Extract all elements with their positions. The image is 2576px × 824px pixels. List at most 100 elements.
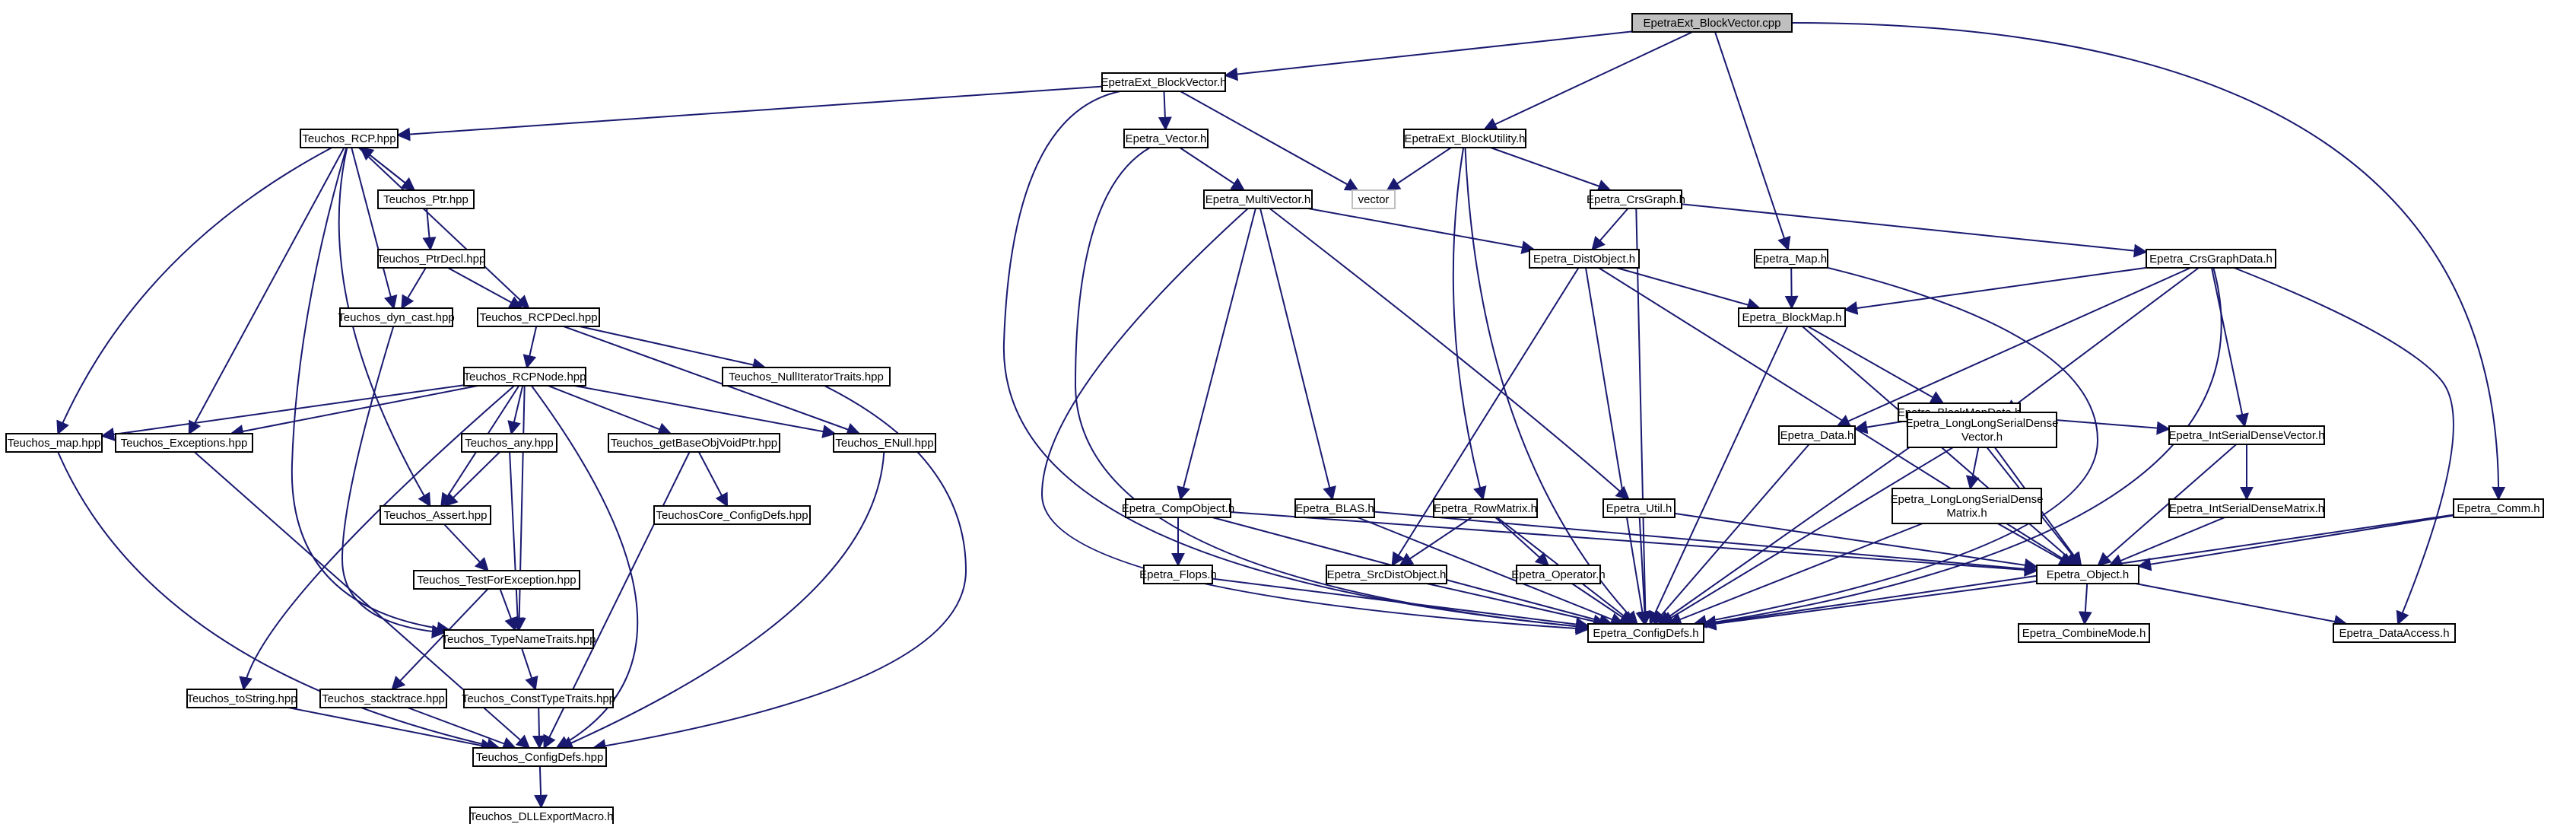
node-tnt[interactable]: Teuchos_TypeNameTraits.hpp xyxy=(442,629,596,649)
node-dacc[interactable]: Epetra_DataAccess.h xyxy=(2333,623,2456,643)
node-root[interactable]: EpetraExt_BlockVector.cpp xyxy=(1631,13,1793,33)
edge-mv-to-blas xyxy=(1259,208,1336,501)
edge-obj-to-dacc xyxy=(2135,583,2348,628)
edge-ptrdecl-to-rcpdecl xyxy=(447,267,523,309)
edge-rcp-to-exc xyxy=(188,147,345,435)
node-rowm[interactable]: Epetra_RowMatrix.h xyxy=(1433,498,1538,518)
node-dist[interactable]: Epetra_DistObject.h xyxy=(1529,249,1640,269)
node-isdv[interactable]: Epetra_IntSerialDenseVector.h xyxy=(2168,425,2325,445)
node-box xyxy=(377,189,475,209)
node-label: Epetra_DistObject.h xyxy=(1533,253,1635,266)
edge-comm-to-obj xyxy=(2137,514,2454,571)
edge-bv-to-rcp xyxy=(396,85,1103,142)
node-exc[interactable]: Teuchos_Exceptions.hpp xyxy=(115,433,253,453)
edge-rowm-to-srcdist xyxy=(1399,517,1472,567)
node-map[interactable]: Teuchos_map.hpp xyxy=(5,433,103,453)
node-box xyxy=(1143,565,1213,584)
edge-util-to-ecfg xyxy=(1637,517,1652,625)
node-testexc[interactable]: Teuchos_TestForException.hpp xyxy=(413,570,580,590)
node-emap[interactable]: Epetra_Map.h xyxy=(1754,249,1828,269)
node-label: Teuchos_ConfigDefs.hpp xyxy=(476,751,604,764)
edge-tostring-to-tcfg xyxy=(287,707,495,752)
edge-tnt-to-ctt xyxy=(521,647,538,691)
node-enull[interactable]: Teuchos_ENull.hpp xyxy=(833,433,936,453)
node-crsg[interactable]: Epetra_CrsGraph.h xyxy=(1587,189,1685,209)
node-bv[interactable]: EpetraExt_BlockVector.h xyxy=(1101,72,1227,92)
node-ctt[interactable]: Teuchos_ConstTypeTraits.hpp xyxy=(462,689,615,708)
node-box xyxy=(5,433,103,453)
node-rcp[interactable]: Teuchos_RCP.hpp xyxy=(300,129,399,148)
node-box xyxy=(1101,72,1226,92)
node-cmode[interactable]: Epetra_CombineMode.h xyxy=(2018,623,2150,643)
node-box xyxy=(469,807,614,824)
node-label: Teuchos_NullIteratorTraits.hpp xyxy=(729,371,884,383)
edge-bv-to-ecfg xyxy=(1002,91,1590,634)
node-nullit[interactable]: Teuchos_NullIteratorTraits.hpp xyxy=(722,367,891,387)
edge-crsg-to-dist xyxy=(1591,208,1629,251)
edge-rcpnode-to-any xyxy=(507,385,524,435)
node-getbase[interactable]: Teuchos_getBaseObjVoidPtr.hpp xyxy=(608,433,780,453)
edge-crsgd-to-ecfg xyxy=(1702,267,2222,629)
edge-butil-to-rowm xyxy=(1452,147,1487,501)
node-util[interactable]: Epetra_Util.h xyxy=(1602,498,1676,518)
node-label: Epetra_BlockMap.h xyxy=(1742,311,1842,324)
node-srcdist[interactable]: Epetra_SrcDistObject.h xyxy=(1326,565,1447,584)
node-data[interactable]: Epetra_Data.h xyxy=(1778,425,1856,445)
node-vec[interactable]: Epetra_Vector.h xyxy=(1123,129,1209,148)
node-tcorecfg[interactable]: TeuchosCore_ConfigDefs.hpp xyxy=(653,505,811,525)
node-comp[interactable]: Epetra_CompObject.h xyxy=(1122,498,1234,518)
edge-butil-to-crsg xyxy=(1490,147,1612,193)
node-box xyxy=(377,249,485,269)
node-obj[interactable]: Epetra_Object.h xyxy=(2036,565,2139,584)
node-comm[interactable]: Epetra_Comm.h xyxy=(2453,498,2544,518)
node-box xyxy=(319,689,447,708)
node-box xyxy=(2036,565,2139,584)
edge-bmap-to-ecfg xyxy=(1649,326,1789,625)
edge-util-to-obj xyxy=(1674,512,2038,572)
node-tcfg[interactable]: Teuchos_ConfigDefs.hpp xyxy=(472,747,607,767)
node-box xyxy=(300,129,399,148)
node-label: Epetra_MultiVector.h xyxy=(1205,193,1310,206)
node-label: Epetra_Data.h xyxy=(1780,429,1854,442)
node-label: Epetra_Flops.h xyxy=(1139,568,1217,581)
node-label: Epetra_ConfigDefs.h xyxy=(1593,627,1698,640)
node-ecfg[interactable]: Epetra_ConfigDefs.h xyxy=(1587,623,1704,643)
node-stack[interactable]: Teuchos_stacktrace.hpp xyxy=(319,689,447,708)
node-box xyxy=(2018,623,2150,643)
node-ptr[interactable]: Teuchos_Ptr.hpp xyxy=(377,189,475,209)
node-butil[interactable]: EpetraExt_BlockUtility.h xyxy=(1403,129,1526,148)
node-box xyxy=(1778,425,1856,445)
edge-testexc-to-tnt xyxy=(499,588,518,632)
node-flops[interactable]: Epetra_Flops.h xyxy=(1139,565,1217,584)
node-box xyxy=(461,433,557,453)
edge-bmapd-to-data xyxy=(1853,420,1903,434)
node-isdm[interactable]: Epetra_IntSerialDenseMatrix.h xyxy=(2168,498,2325,518)
edge-crsgd-to-isdv xyxy=(2211,267,2249,428)
node-rcpnode[interactable]: Teuchos_RCPNode.hpp xyxy=(463,367,586,387)
edge-vec-to-mv xyxy=(1179,147,1246,191)
node-label: Teuchos_PtrDecl.hpp xyxy=(377,253,486,266)
node-dyncast[interactable]: Teuchos_dyn_cast.hpp xyxy=(338,307,455,327)
node-label: Epetra_RowMatrix.h xyxy=(1434,502,1537,515)
node-layer: EpetraExt_BlockVector.cppEpetraExt_Block… xyxy=(5,13,2544,824)
node-label: Epetra_SrcDistObject.h xyxy=(1327,568,1447,581)
node-mv[interactable]: Epetra_MultiVector.h xyxy=(1203,189,1313,209)
node-bmap[interactable]: Epetra_BlockMap.h xyxy=(1738,307,1846,327)
node-ptrdecl[interactable]: Teuchos_PtrDecl.hpp xyxy=(377,249,486,269)
node-box xyxy=(2146,249,2276,269)
node-crsgd[interactable]: Epetra_CrsGraphData.h xyxy=(2146,249,2276,269)
node-dll[interactable]: Teuchos_DLLExportMacro.h xyxy=(469,807,614,824)
node-box xyxy=(722,367,891,387)
node-rcpdecl[interactable]: Teuchos_RCPDecl.hpp xyxy=(477,307,600,327)
node-assert[interactable]: Teuchos_Assert.hpp xyxy=(380,505,491,525)
node-box xyxy=(2333,623,2456,643)
node-blas[interactable]: Epetra_BLAS.h xyxy=(1294,498,1375,518)
node-op[interactable]: Epetra_Operator.h xyxy=(1511,565,1606,584)
node-label: EpetraExt_BlockVector.h xyxy=(1101,76,1226,89)
node-any[interactable]: Teuchos_any.hpp xyxy=(461,433,557,453)
edge-enull-to-tcfg xyxy=(558,451,885,749)
node-tostring[interactable]: Teuchos_toString.hpp xyxy=(186,689,297,708)
node-label: Teuchos_Ptr.hpp xyxy=(383,193,469,206)
